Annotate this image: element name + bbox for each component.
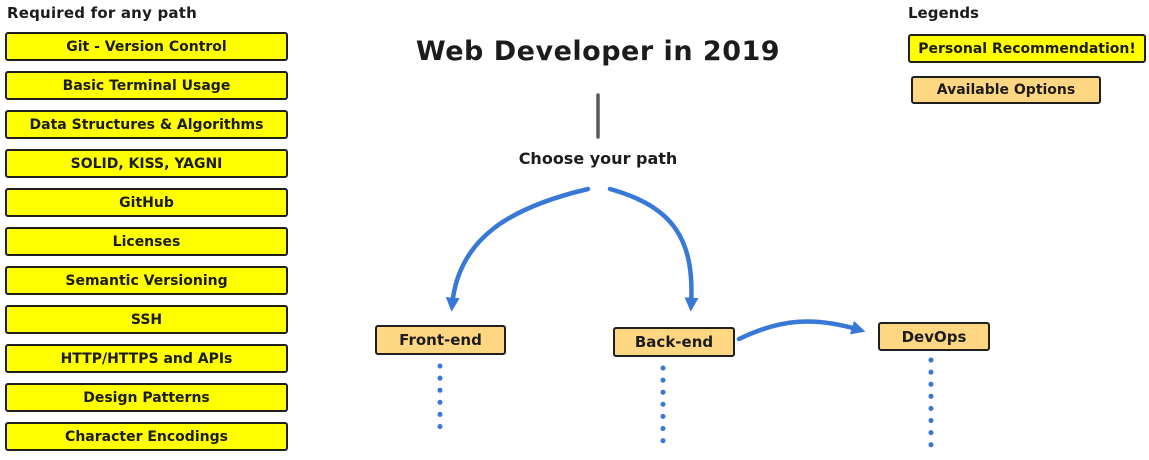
frontend-node: Front-end (375, 325, 506, 355)
choose-path-label: Choose your path (518, 149, 678, 168)
legend-personal-recommendation: Personal Recommendation! (908, 34, 1146, 63)
required-item-design-patterns: Design Patterns (5, 383, 288, 412)
required-item-licenses: Licenses (5, 227, 288, 256)
required-panel-title: Required for any path (7, 4, 197, 22)
required-item-terminal: Basic Terminal Usage (5, 71, 288, 100)
backend-node: Back-end (613, 327, 735, 357)
legend-available-options: Available Options (911, 76, 1101, 104)
required-item-semver: Semantic Versioning (5, 266, 288, 295)
required-item-encodings: Character Encodings (5, 422, 288, 451)
required-item-git: Git - Version Control (5, 32, 288, 61)
required-item-data-structures: Data Structures & Algorithms (5, 110, 288, 139)
required-item-github: GitHub (5, 188, 288, 217)
legend-title: Legends (908, 4, 979, 22)
required-item-http: HTTP/HTTPS and APIs (5, 344, 288, 373)
arrow-to-devops (736, 319, 866, 342)
arrow-to-backend (607, 186, 699, 312)
required-item-solid: SOLID, KISS, YAGNI (5, 149, 288, 178)
arrow-to-frontend (445, 186, 591, 312)
legend-panel: Legends Personal Recommendation! Availab… (908, 4, 1146, 117)
diagram-title: Web Developer in 2019 (415, 36, 781, 67)
required-item-ssh: SSH (5, 305, 288, 334)
devops-node: DevOps (878, 322, 990, 351)
required-panel: Required for any path Git - Version Cont… (5, 4, 290, 460)
